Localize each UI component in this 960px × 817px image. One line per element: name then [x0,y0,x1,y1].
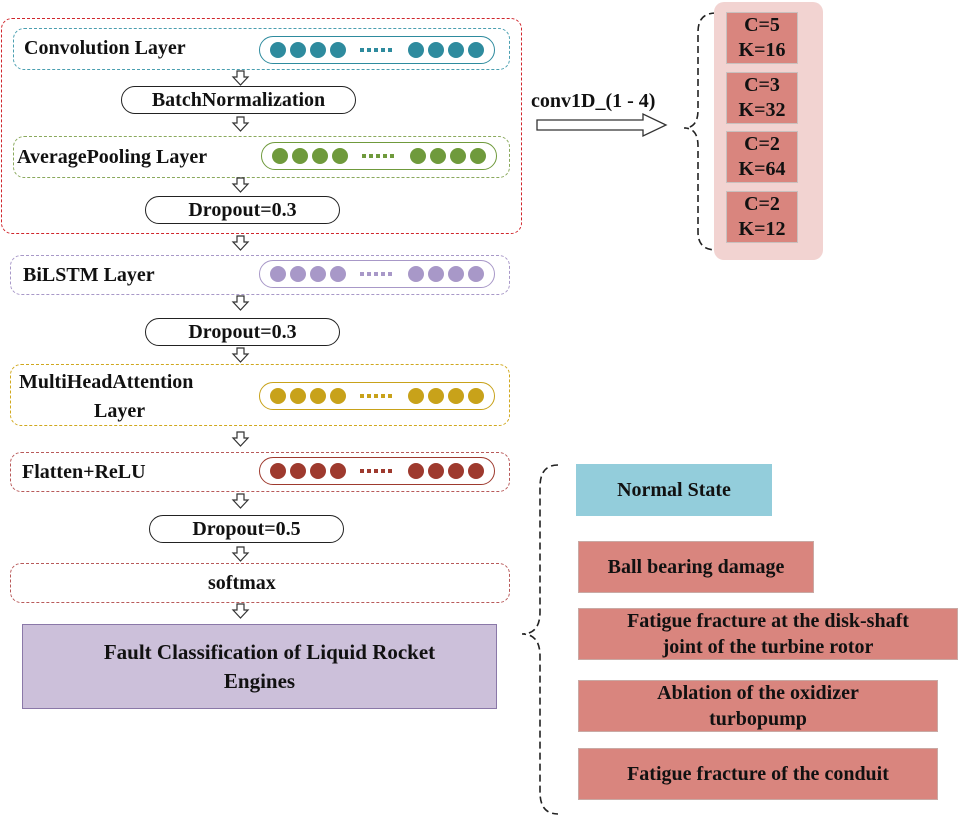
bilstm-layer-frame [10,255,510,295]
flow-arrow-icon [231,431,250,447]
batchnorm-layer: BatchNormalization [121,86,356,114]
conv-layer-label: Convolution Layer [24,37,186,59]
config-brace-icon [683,12,717,251]
output-label-line2: Engines [223,668,296,693]
pool-layer-label: AveragePooling Layer [17,146,208,168]
flatten-layer-label: Flatten+ReLU [22,461,146,483]
classes-brace-icon [521,464,559,815]
attn-layer-frame [10,364,510,426]
attn-layer-label-line2: Layer [94,400,146,422]
pool-layer-frame [13,136,510,178]
flow-arrows [231,70,250,619]
conv-neuron-row [259,36,495,64]
flow-arrow-icon [231,235,250,251]
flow-arrow-icon [231,70,250,86]
flow-arrow-icon [231,295,250,311]
flow-arrow-icon [231,603,250,619]
output-label-line1: Fault Classification of Liquid Rocket [103,640,436,665]
pointer-arrow-icon [536,112,668,138]
conv-block-frame [1,18,522,234]
class-conduit-fatigue: Fatigue fracture of the conduit [578,748,938,800]
softmax-label: softmax [208,572,276,594]
flow-arrow-icon [231,546,250,562]
conv-layer-frame [13,28,510,70]
softmax-frame [10,563,510,603]
dropout-2: Dropout=0.3 [145,318,340,346]
flatten-neuron-row [259,457,495,485]
conv1d-label: conv1D_(1 - 4) [531,90,656,112]
flow-arrow-icon [231,347,250,363]
flatten-layer-frame [10,452,510,492]
flow-arrow-icon [231,116,250,132]
pool-neuron-row [261,142,497,170]
flow-arrow-icon [231,493,250,509]
attn-layer-label-line1: MultiHeadAttention [19,371,194,393]
class-normal-state: Normal State [576,464,772,516]
output-box: Fault Classification of Liquid Rocket En… [22,624,497,709]
attn-neuron-row [259,382,495,410]
dropout-3: Dropout=0.5 [149,515,344,543]
flow-arrow-icon [231,177,250,193]
class-ablation: Ablation of the oxidizer turbopump [578,680,938,732]
dropout-1: Dropout=0.3 [145,196,340,224]
class-fatigue-disk-shaft: Fatigue fracture at the disk-shaft joint… [578,608,958,660]
bilstm-neuron-row [259,260,495,288]
class-ball-bearing: Ball bearing damage [578,541,814,593]
bilstm-layer-label: BiLSTM Layer [23,264,155,286]
